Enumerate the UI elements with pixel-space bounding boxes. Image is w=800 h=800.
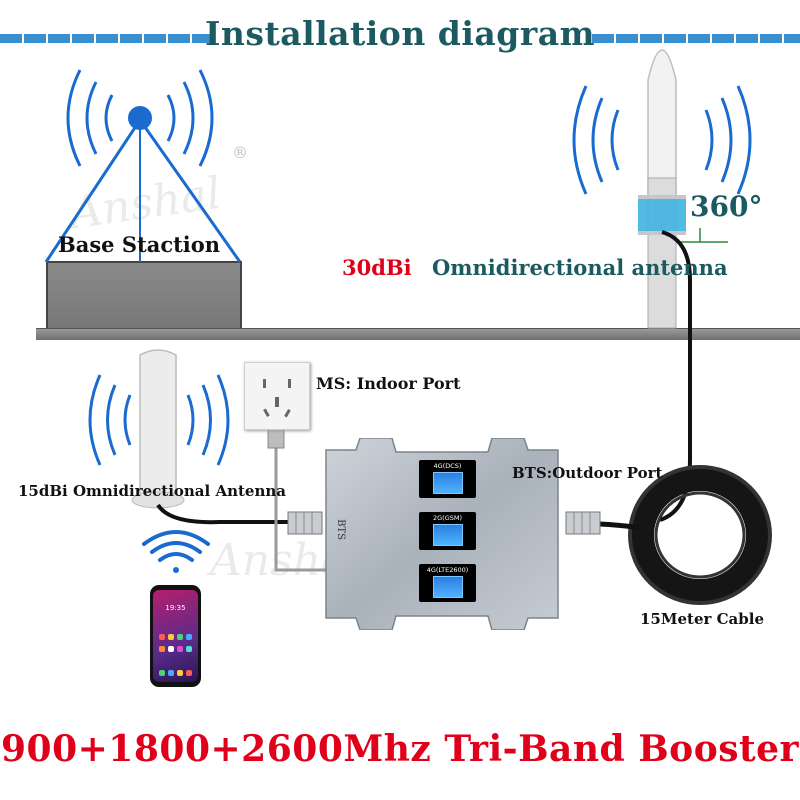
- app-icon: [168, 634, 174, 640]
- app-icon: [186, 646, 192, 652]
- band-display-lte: 4G(LTE2600): [419, 564, 476, 602]
- app-icon: [159, 646, 165, 652]
- angle-label: 360°: [690, 190, 763, 223]
- app-icon: [177, 670, 183, 676]
- tower-icon: [44, 106, 242, 263]
- smartphone-icon: 19:35: [150, 585, 201, 687]
- app-icon: [159, 634, 165, 640]
- band-label-lte: 4G(LTE2600): [426, 566, 469, 574]
- band-display-gsm: 2G(GSM): [419, 512, 476, 550]
- outdoor-antenna-gain: 30dBi: [342, 255, 412, 280]
- lcd-icon: [433, 576, 463, 598]
- app-icon: [168, 646, 174, 652]
- outdoor-antenna-type: Omnidirectional antenna: [432, 255, 728, 280]
- product-headline: 900+1800+2600Mhz Tri-Band Booster: [1, 728, 799, 770]
- app-icon: [186, 634, 192, 640]
- phone-screen: 19:35: [153, 590, 198, 682]
- n-connector-icon-outdoor: [565, 511, 601, 535]
- base-station-building: [46, 261, 242, 331]
- n-connector-icon: [287, 511, 323, 535]
- base-station-label: Base Staction: [58, 232, 221, 257]
- band-label-gsm: 2G(GSM): [432, 514, 462, 522]
- watermark-mark: ®: [232, 143, 248, 162]
- signal-booster: BTS 4G(DCS) 2G(GSM) 4G(LTE2600): [322, 438, 562, 630]
- app-icon: [177, 634, 183, 640]
- lcd-icon: [433, 472, 463, 494]
- app-icon: [159, 670, 165, 676]
- booster-side-text: BTS: [334, 519, 346, 540]
- band-label-dcs: 4G(DCS): [433, 462, 462, 470]
- app-icon: [177, 646, 183, 652]
- indoor-antenna-waves: [88, 374, 230, 466]
- title-bar-left: [0, 34, 210, 43]
- band-display-dcs: 4G(DCS): [419, 460, 476, 498]
- app-icon: [186, 670, 192, 676]
- outdoor-port-label: BTS:Outdoor Port: [512, 464, 663, 482]
- outdoor-antenna-waves: [572, 85, 752, 195]
- cable-coil-icon: [628, 465, 772, 605]
- page-title: Installation diagram: [204, 14, 596, 53]
- app-icon: [168, 670, 174, 676]
- socket-holes: [263, 379, 291, 418]
- omni-antenna-icon: [638, 49, 728, 329]
- indoor-antenna-label: 15dBi Omnidirectional Antenna: [18, 482, 286, 500]
- wifi-icon: [142, 530, 210, 573]
- wall-socket-icon: [244, 362, 310, 430]
- ground-line: [36, 328, 800, 340]
- indoor-port-label: MS: Indoor Port: [316, 374, 461, 393]
- indoor-antenna-icon: [131, 349, 185, 509]
- cable-label: 15Meter Cable: [640, 610, 765, 628]
- title-bar-right: [592, 34, 800, 43]
- lcd-icon: [433, 524, 463, 546]
- phone-time: 19:35: [165, 604, 186, 612]
- signal-waves-icon: [66, 69, 214, 167]
